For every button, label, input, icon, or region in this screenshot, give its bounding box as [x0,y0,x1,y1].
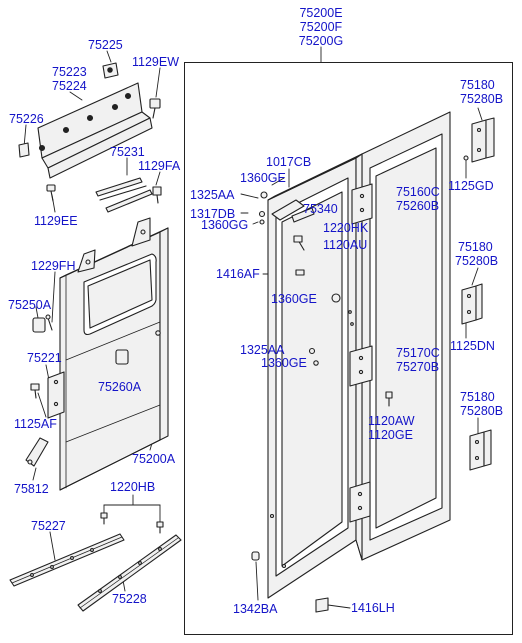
label-75221: 75221 [27,351,62,365]
label-75160c: 75160C [396,185,440,199]
label-75270b: 75270B [396,360,440,374]
upper-bracket [37,82,153,179]
label-1125gd: 1125GD [448,179,494,193]
label-1125af: 1125AF [14,417,57,431]
label-75200f: 75200F [299,20,343,34]
label-75280b-a: 75280B [460,92,504,106]
bolt-1129fa [152,186,162,204]
label-75200g: 75200G [298,34,344,48]
label-75231: 75231 [110,145,145,159]
label-75180-c: 75180 [460,390,495,404]
label-75260b: 75260B [396,199,440,213]
label-1220hk: 1220HK [323,221,369,235]
label-75180-b: 75180 [458,240,493,254]
label-75340: 75340 [303,202,338,216]
loose-hinges [461,117,495,471]
plate-75226 [18,142,30,158]
label-1360ge-b: 1360GE [271,292,317,306]
label-75228: 75228 [112,592,147,606]
plate-75225 [102,62,119,79]
label-75280b-c: 75280B [460,404,504,418]
screw-1129ee [46,184,56,202]
rail-75231 [95,177,153,213]
strap-75812 [25,437,49,467]
label-1125dn: 1125DN [450,339,495,353]
label-1360gg: 1360GG [201,218,249,232]
label-1220hb: 1220HB [110,480,156,494]
label-75260a: 75260A [98,380,142,394]
label-1129fa: 1129FA [138,159,181,173]
bolt-1129ew [149,98,161,119]
label-75227: 75227 [31,519,66,533]
door-75200a [32,217,169,491]
label-75224: 75224 [52,79,87,93]
label-1325aa-a: 1325AA [190,188,235,202]
label-75225: 75225 [88,38,123,52]
label-75180-a: 75180 [460,78,495,92]
rails-75227-75228 [9,533,182,612]
label-75250a: 75250A [8,298,52,312]
twin-doors [251,111,451,613]
label-1416af: 1416AF [216,267,260,281]
label-1120ge: 1120GE [368,428,413,442]
label-1360ge-c: 1360GE [261,356,307,370]
label-1325aa-b: 1325AA [240,343,285,357]
label-75223: 75223 [52,65,87,79]
label-1129ew: 1129EW [132,55,180,69]
label-75200a: 75200A [132,452,176,466]
label-75812: 75812 [14,482,49,496]
screws-1220hb [100,512,164,534]
label-1342ba: 1342BA [233,602,278,616]
label-1360ge-a: 1360GE [240,171,286,185]
label-1120au: 1120AU [323,238,368,252]
label-1229fh: 1229FH [31,259,76,273]
label-75280b-b: 75280B [455,254,499,268]
label-1120aw: 1120AW [368,414,415,428]
label-1317db: 1317DB [190,207,236,221]
label-75170c: 75170C [396,346,440,360]
label-75226: 75226 [9,112,44,126]
label-1017cb: 1017CB [266,155,312,169]
door-assembly-frame [184,62,513,635]
label-1129ee: 1129EE [34,214,78,228]
bolt-1125af [30,383,40,399]
screw-1229fh [45,314,53,331]
label-75200e: 75200E [299,6,343,20]
label-1416lh: 1416LH [351,601,395,615]
